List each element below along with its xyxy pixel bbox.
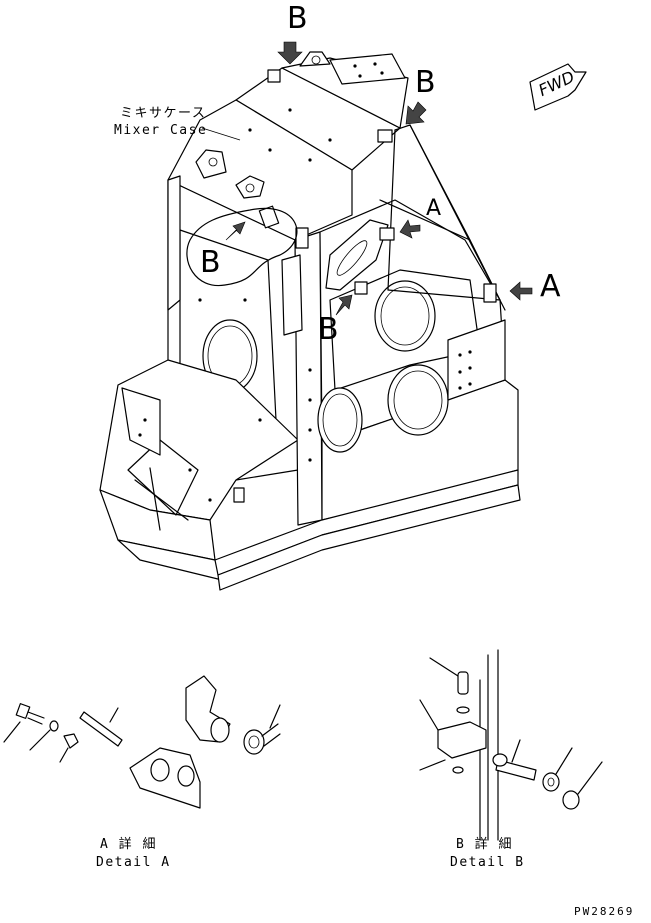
mixer-case-label-en: Mixer Case [114, 123, 208, 138]
callout-balloon [186, 207, 298, 287]
callout-b-right-top: B [415, 65, 436, 100]
mixer-case-assembly [99, 51, 521, 591]
callout-b-left: B [200, 245, 221, 280]
callout-a-right: A [540, 269, 561, 304]
callout-arrows [225, 41, 533, 316]
callout-b-center: B [318, 312, 339, 347]
detail-a-title-en: Detail A [96, 855, 171, 870]
drawing-code: PW28269 [574, 905, 635, 918]
detail-b-title-en: Detail B [450, 855, 525, 870]
mixer-case-label-jp: ミキサケース [120, 106, 207, 121]
detail-b-title-jp: B 詳 細 [456, 837, 513, 852]
detail-a-title-jp: A 詳 細 [100, 837, 157, 852]
detail-b-parts [419, 649, 603, 841]
detail-a-parts [3, 675, 281, 809]
fwd-direction-indicator [529, 63, 587, 111]
callout-b-top: B [287, 1, 308, 36]
callout-a-inner: A [426, 196, 442, 221]
mixer-case-leader [201, 127, 241, 141]
